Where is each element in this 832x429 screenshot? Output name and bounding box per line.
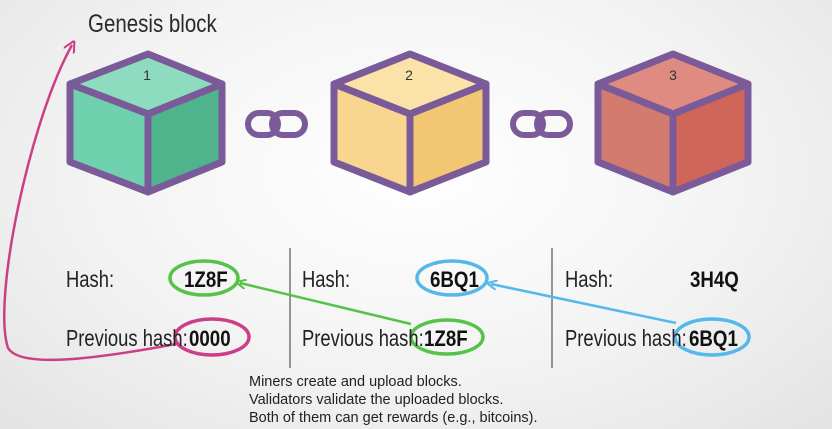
previous-hash-value: 0000	[189, 326, 231, 351]
prev-hash-highlight	[173, 317, 251, 357]
pink-arrow	[3, 45, 177, 362]
prev-hash-highlight	[409, 318, 485, 356]
block-1: 1	[66, 50, 226, 196]
block-3: 3	[594, 50, 752, 196]
blue-arrow	[491, 284, 677, 325]
hash-highlight	[168, 259, 240, 297]
previous-hash-label: Previous hash:	[565, 325, 687, 351]
block-2: 2	[330, 50, 490, 196]
hash-label: Hash:	[302, 266, 351, 292]
prev-hash-highlight	[673, 317, 751, 357]
hash-value: 3H4Q	[690, 267, 739, 292]
caption-line: Validators validate the uploaded blocks.	[249, 392, 504, 408]
caption-line: Both of them can get rewards (e.g., bitc…	[249, 410, 538, 426]
green-arrow	[240, 283, 412, 326]
hash-highlight	[415, 259, 489, 297]
chain-link-icon	[245, 110, 308, 138]
previous-hash-value: 1Z8F	[424, 326, 468, 351]
chain-link-icon	[510, 110, 573, 138]
hash-value: 6BQ1	[430, 267, 479, 292]
previous-hash-label: Previous hash:	[66, 325, 188, 351]
block-1-number: 1	[143, 67, 151, 83]
hash-value: 1Z8F	[184, 267, 228, 292]
previous-hash-label: Previous hash:	[302, 325, 424, 351]
hash-label: Hash:	[66, 266, 115, 292]
block-2-number: 2	[405, 67, 413, 83]
hash-label: Hash:	[565, 266, 614, 292]
genesis-block-label: Genesis block	[88, 10, 217, 38]
block-3-number: 3	[669, 67, 677, 83]
previous-hash-value: 6BQ1	[689, 326, 738, 351]
caption-line: Miners create and upload blocks.	[249, 374, 462, 390]
caption: Miners create and upload blocks. Validat…	[249, 373, 538, 427]
